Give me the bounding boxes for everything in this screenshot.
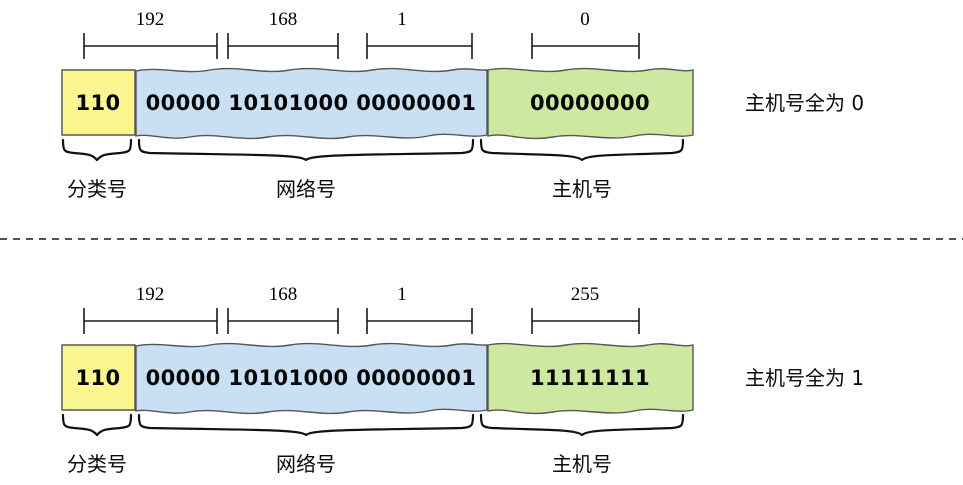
class-field-caption: 分类号 — [67, 177, 127, 201]
class-field-value: 110 — [75, 91, 120, 115]
class-field-box — [61, 69, 136, 136]
host-field-caption: 主机号 — [552, 452, 612, 476]
panel-side-note: 主机号全为 1 — [745, 366, 864, 390]
class-field-brace-path — [61, 138, 133, 162]
network-field-box — [135, 342, 488, 415]
octet-label-4: 255 — [571, 284, 600, 305]
panel-host-all-zeros: 192 168 1 0 110 00000 10101000 00000001 … — [61, 9, 864, 201]
address-bit-fields — [61, 67, 694, 140]
network-field-brace-path — [137, 138, 475, 162]
octet-tick-bars — [83, 308, 640, 334]
octet-label-1: 192 — [136, 284, 165, 305]
octet-label-1: 192 — [136, 9, 165, 30]
host-field-brace-path — [479, 138, 685, 162]
octet-label-2: 168 — [269, 284, 298, 305]
class-field-value: 110 — [75, 366, 120, 390]
field-group-braces — [61, 138, 685, 162]
octet-label-4: 0 — [580, 9, 590, 30]
host-field-brace-path — [479, 413, 685, 437]
class-field-box — [61, 344, 136, 411]
field-group-braces — [61, 413, 685, 437]
octet-label-3: 1 — [397, 9, 407, 30]
address-bit-fields — [61, 342, 694, 415]
octet-label-2: 168 — [269, 9, 298, 30]
panel-side-note: 主机号全为 0 — [745, 91, 864, 115]
host-field-value: 11111111 — [530, 366, 650, 390]
network-field-value: 00000 10101000 00000001 — [146, 366, 477, 390]
class-field-caption: 分类号 — [67, 452, 127, 476]
host-field-box — [487, 342, 694, 415]
network-field-value: 00000 10101000 00000001 — [146, 91, 477, 115]
network-field-box — [135, 67, 488, 140]
network-field-caption: 网络号 — [276, 177, 336, 201]
octet-label-3: 1 — [397, 284, 407, 305]
host-field-caption: 主机号 — [552, 177, 612, 201]
octet-tick-bars — [83, 33, 640, 59]
host-field-value: 00000000 — [530, 91, 650, 115]
network-field-brace-path — [137, 413, 475, 437]
class-field-brace-path — [61, 413, 133, 437]
network-field-caption: 网络号 — [276, 452, 336, 476]
panel-host-all-ones: 192 168 1 255 110 00000 10101000 0000000… — [61, 284, 864, 476]
host-field-box — [487, 67, 694, 140]
